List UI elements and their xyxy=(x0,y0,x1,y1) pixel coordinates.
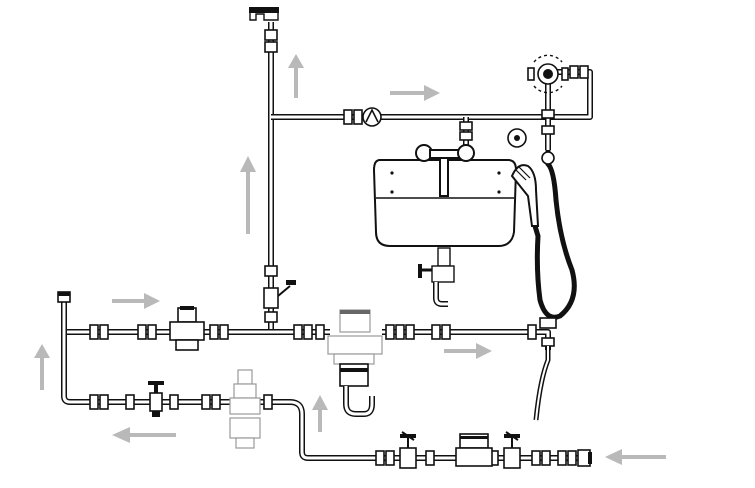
siphon-trap-icon[interactable] xyxy=(327,309,383,417)
drain-tap-icon[interactable] xyxy=(148,381,164,417)
union-mid-centre xyxy=(293,324,325,340)
flow-arrow-up-riser-top xyxy=(288,54,304,98)
basin-drain-valve[interactable] xyxy=(418,264,455,307)
flow-arrow-right-center xyxy=(444,343,492,359)
basin-tap-right-icon[interactable] xyxy=(457,144,475,162)
riser-top-elbow xyxy=(249,7,279,53)
hand-shower-icon[interactable] xyxy=(510,164,540,227)
filter-icon[interactable] xyxy=(229,369,261,449)
union-top-row-1 xyxy=(343,109,363,125)
water-meter-icon[interactable] xyxy=(455,433,493,467)
inlet-valve-left-icon[interactable] xyxy=(399,431,417,469)
washbasin xyxy=(372,159,518,267)
flow-arrow-right-left-branch xyxy=(112,293,160,309)
wall-knob-icon[interactable] xyxy=(507,128,527,148)
left-pipe-top-cap xyxy=(57,291,71,303)
shower-outlet-fitting[interactable] xyxy=(533,317,557,421)
flow-arrow-up-center xyxy=(312,395,328,432)
union-top-row-2 xyxy=(459,121,473,141)
inlet-connector xyxy=(577,449,592,467)
union-mid-left xyxy=(89,324,229,340)
basin-tap-left-icon[interactable] xyxy=(415,144,461,197)
riser-stop-valve[interactable] xyxy=(263,265,296,323)
flow-arrow-up-riser-mid xyxy=(240,156,256,234)
union-top-right xyxy=(541,65,589,135)
union-bottom-row xyxy=(375,450,577,466)
inlet-valve-right-icon[interactable] xyxy=(503,431,521,469)
flow-arrow-right-top xyxy=(390,85,440,101)
pressure-reducer-icon[interactable] xyxy=(169,306,205,351)
union-mid-right xyxy=(385,324,537,340)
union-lower-left xyxy=(89,394,273,410)
thermostatic-valve-icon[interactable] xyxy=(362,107,382,127)
shower-mixer-icon[interactable] xyxy=(527,54,569,94)
flow-arrow-left-bottom xyxy=(112,427,176,443)
flow-arrow-up-left xyxy=(34,344,50,390)
shower-hose xyxy=(532,150,577,320)
flow-arrow-left-inlet xyxy=(605,449,666,465)
